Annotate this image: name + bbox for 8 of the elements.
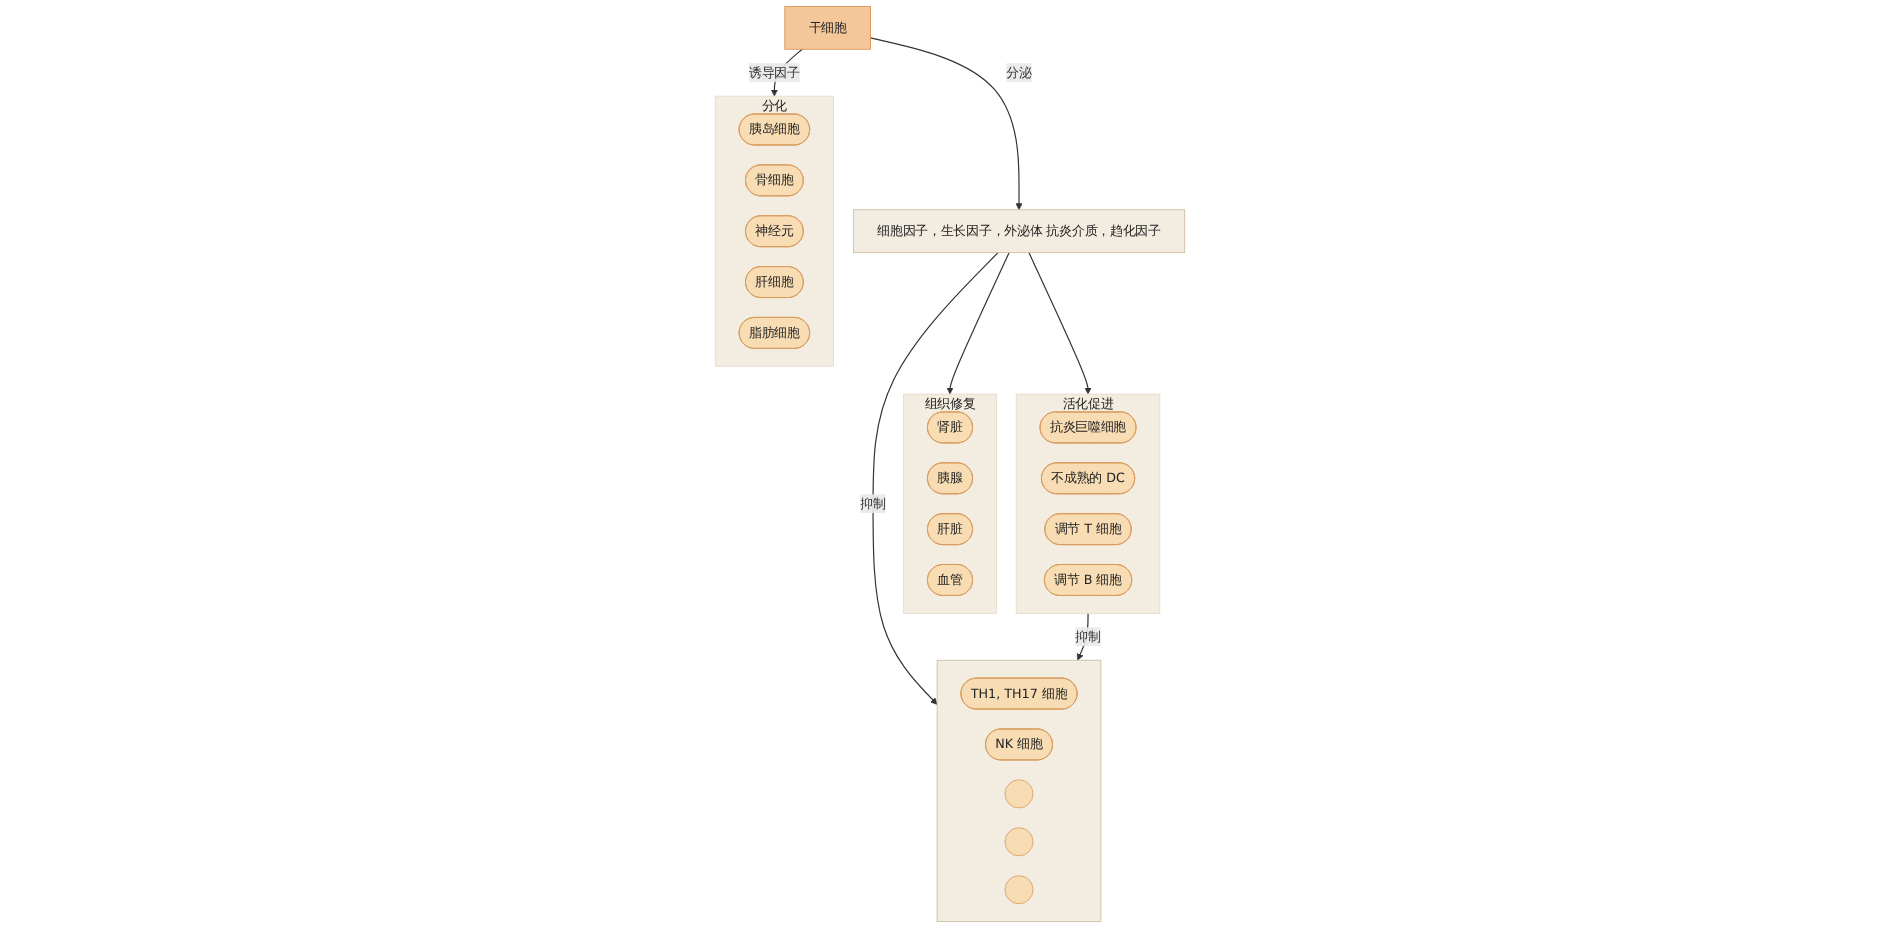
arrow <box>1028 252 1092 395</box>
node-circle <box>1004 827 1034 857</box>
cluster <box>936 659 1102 923</box>
node-circle <box>1004 875 1034 905</box>
arrow <box>872 252 999 705</box>
arrow <box>946 252 1010 395</box>
node-circle <box>1004 779 1034 809</box>
arrow <box>870 37 1023 211</box>
